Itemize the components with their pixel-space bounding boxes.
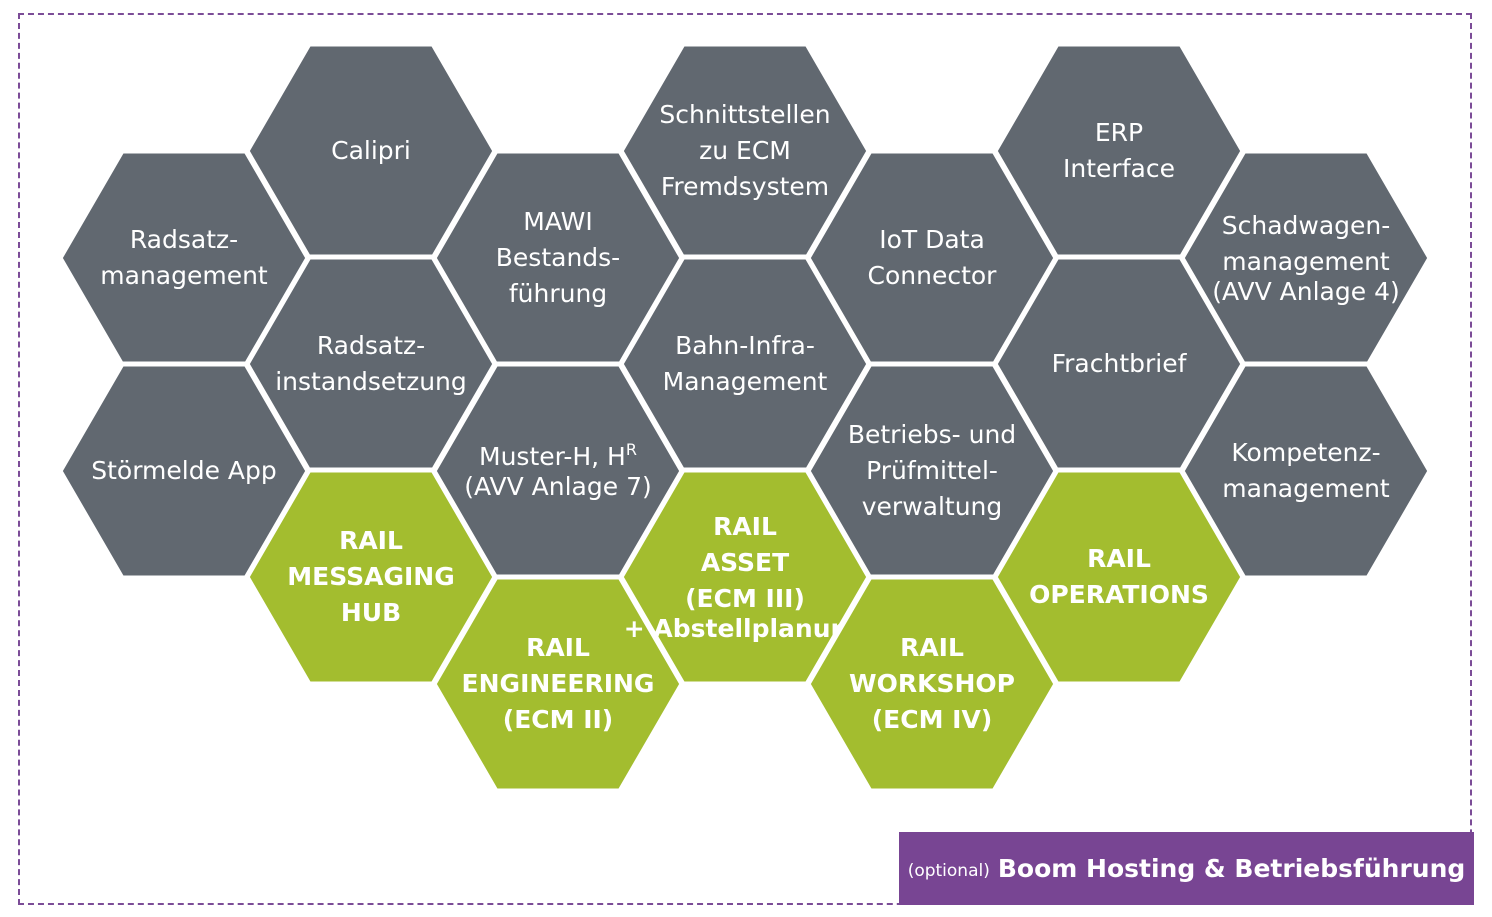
hex-label: ASSET [701,548,789,577]
hex-label: Schadwagen- [1222,211,1391,240]
hex-label: Radsatz- [130,225,238,254]
hex-label: MESSAGING [287,562,454,591]
superscript: R [626,440,637,459]
hex-label: Bahn-Infra- [675,331,815,360]
hex-label: RAIL [713,512,777,541]
hex-label: Fremdsystem [661,172,829,201]
hex-label: management [1222,474,1390,503]
hex-erp-interface: ERP Interface [992,41,1246,261]
hex-label: (ECM IV) [872,705,993,734]
hex-rail-asset: RAIL ASSET (ECM III)+ Abstellplanung [618,467,872,687]
hex-schnittstellen: Schnittstellen zu ECM Fremdsystem [618,41,872,261]
hex-label: Muster-H, HR [479,440,637,471]
hex-label: OPERATIONS [1029,580,1209,609]
hex-label: führung [509,279,607,308]
hex-label: ENGINEERING [462,669,655,698]
hex-rail-messaging-hub: RAIL MESSAGING HUB [244,467,498,687]
hex-rail-operations: RAIL OPERATIONS [992,467,1246,687]
hex-label: Kompetenz- [1231,438,1380,467]
hosting-banner: (optional) Boom Hosting & Betriebsführun… [899,832,1474,905]
hex-label: Calipri [331,136,411,165]
hex-label: ERP [1095,118,1143,147]
hex-stoermelde-app: Störmelde App [57,361,311,581]
hex-label: management [1222,247,1390,276]
hex-sublabel: (AVV Anlage 4) [1212,277,1399,306]
hex-label: IoT Data [879,225,985,254]
hex-label: WORKSHOP [849,669,1015,698]
hex-muster-h: Muster-H, HR(AVV Anlage 7) [431,361,685,581]
hex-label: Management [663,367,828,396]
hex-kompetenzmanagement: Kompetenz-management [1179,361,1433,581]
hex-label: RAIL [900,633,964,662]
banner-title: Boom Hosting & Betriebsführung [997,854,1466,883]
hex-label: Connector [868,261,998,290]
hex-label: Betriebs- und [848,420,1016,449]
hex-label: (ECM II) [503,705,613,734]
hex-label: instandsetzung [275,367,467,396]
hex-label: Störmelde App [91,456,277,485]
hex-label: Prüfmittel- [866,456,998,485]
banner-optional-label: (optional) [907,860,990,881]
hex-label: zu ECM [699,136,791,165]
hex-label: Schnittstellen [659,100,830,129]
hex-label: Frachtbrief [1052,349,1188,378]
hex-label: Interface [1063,154,1175,183]
hex-rail-workshop: RAIL WORKSHOP (ECM IV) [805,574,1059,794]
hex-schadwagenmanagement: Schadwagen-management(AVV Anlage 4) [1179,148,1433,368]
dashed-frame [18,13,1472,905]
hex-label: MAWI [523,207,592,236]
hex-shape [1179,361,1433,581]
hex-label: Radsatz- [317,331,425,360]
hex-sublabel: + Abstellplanung [624,614,866,643]
hex-label: verwaltung [862,492,1003,521]
hex-radsatzmanagement: Radsatz-management [57,148,311,368]
hex-label: management [100,261,268,290]
hex-label: (ECM III) [685,584,805,613]
hex-sublabel: (AVV Anlage 7) [464,472,651,501]
hex-mawi: MAWI Bestands-führung [431,148,685,368]
hex-label: HUB [341,598,401,627]
hex-label: RAIL [526,633,590,662]
hex-label: RAIL [339,526,403,555]
hex-label: RAIL [1087,544,1151,573]
hex-label: Bestands- [496,243,620,272]
